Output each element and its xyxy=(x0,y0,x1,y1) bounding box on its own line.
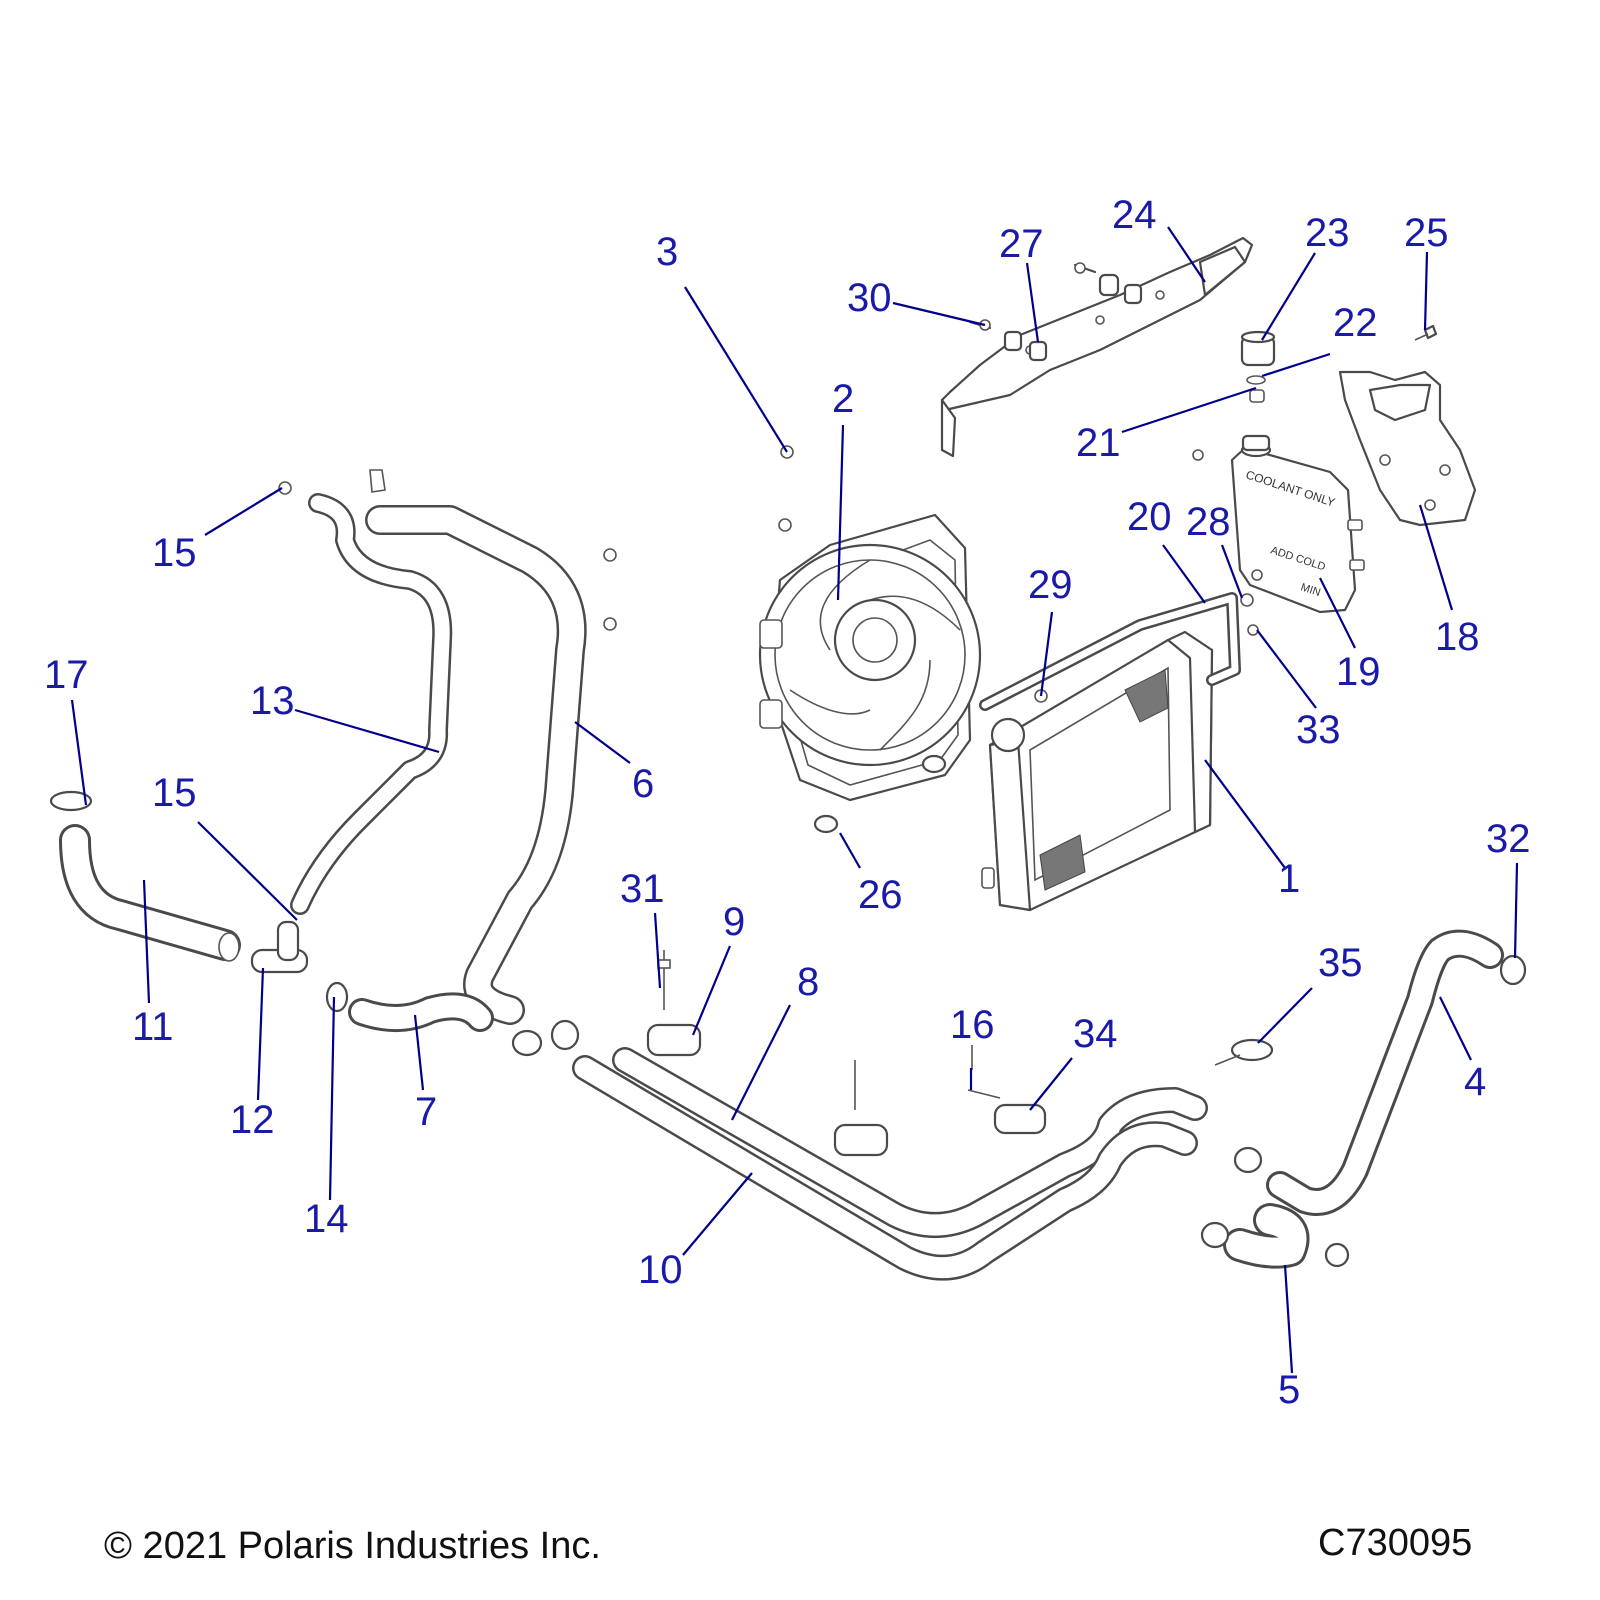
clamp-part-34 xyxy=(967,1045,1047,1135)
callout-16: 16 xyxy=(950,1003,995,1047)
callout-3: 3 xyxy=(656,230,678,274)
grommet-part-26 xyxy=(813,754,947,834)
reservoir-bracket-part xyxy=(1338,370,1477,527)
reservoir-cap-part xyxy=(1240,330,1276,403)
clamp-part-15-top xyxy=(278,469,386,495)
callout-31: 31 xyxy=(620,867,665,911)
tee-fitting-part-12 xyxy=(218,920,309,974)
callout-7: 7 xyxy=(415,1090,437,1134)
callout-32: 32 xyxy=(1486,817,1531,861)
clamp-part-32 xyxy=(1499,954,1527,986)
callout-15-bottom: 15 xyxy=(152,771,197,815)
fan-shroud-part xyxy=(758,513,982,802)
clamp-part-17 xyxy=(49,790,93,812)
pipe-clamp-part-9 xyxy=(646,950,702,1057)
bracket-grommets-part xyxy=(968,262,1143,362)
callout-24: 24 xyxy=(1112,193,1157,237)
callout-17: 17 xyxy=(44,653,89,697)
callout-22: 22 xyxy=(1333,301,1378,345)
copyright-notice: © 2021 Polaris Industries Inc. xyxy=(104,1525,601,1567)
bolt-part-25 xyxy=(1414,324,1438,341)
leader-lines xyxy=(70,226,1519,1374)
coolant-reservoir-part: COOLANT ONLY ADD COLD MIN xyxy=(1230,434,1365,614)
pipe-clamp-middle-part xyxy=(833,1060,889,1157)
callout-11: 11 xyxy=(132,1005,174,1049)
callout-18: 18 xyxy=(1435,615,1480,659)
callout-20: 20 xyxy=(1127,495,1172,539)
callout-labels: 1 2 3 4 5 6 7 8 9 10 11 12 13 14 15 15 1… xyxy=(44,193,1531,1412)
callout-30: 30 xyxy=(847,276,892,320)
callout-13: 13 xyxy=(250,679,295,723)
callout-15-top: 15 xyxy=(152,531,197,575)
callout-19: 19 xyxy=(1336,650,1381,694)
callout-4: 4 xyxy=(1464,1060,1486,1104)
callout-10: 10 xyxy=(638,1248,683,1292)
callout-23: 23 xyxy=(1305,211,1350,255)
callout-1: 1 xyxy=(1278,857,1300,901)
callout-12: 12 xyxy=(230,1098,275,1142)
callout-34: 34 xyxy=(1073,1012,1118,1056)
fan-bolts-part xyxy=(603,445,794,631)
callout-14: 14 xyxy=(304,1197,349,1241)
callout-9: 9 xyxy=(723,900,745,944)
callout-35: 35 xyxy=(1318,941,1363,985)
callout-33: 33 xyxy=(1296,708,1341,752)
callout-6: 6 xyxy=(632,762,654,806)
callout-8: 8 xyxy=(797,960,819,1004)
clamp-part-35 xyxy=(1214,1038,1274,1066)
callout-21: 21 xyxy=(1076,421,1121,465)
clamp-part-14 xyxy=(325,981,349,1013)
callout-28: 28 xyxy=(1186,500,1231,544)
callout-26: 26 xyxy=(858,873,903,917)
callout-25: 25 xyxy=(1404,211,1449,255)
radiator-part xyxy=(981,630,1214,912)
reservoir-label-min: MIN xyxy=(1299,581,1322,599)
callout-5: 5 xyxy=(1278,1368,1300,1412)
hose-clamps-misc-part xyxy=(511,1019,1350,1268)
drawing-number: C730095 xyxy=(1318,1522,1473,1564)
mounting-bracket-part xyxy=(940,236,1254,458)
callout-2: 2 xyxy=(832,377,854,421)
callout-27: 27 xyxy=(999,222,1044,266)
callout-29: 29 xyxy=(1028,563,1073,607)
